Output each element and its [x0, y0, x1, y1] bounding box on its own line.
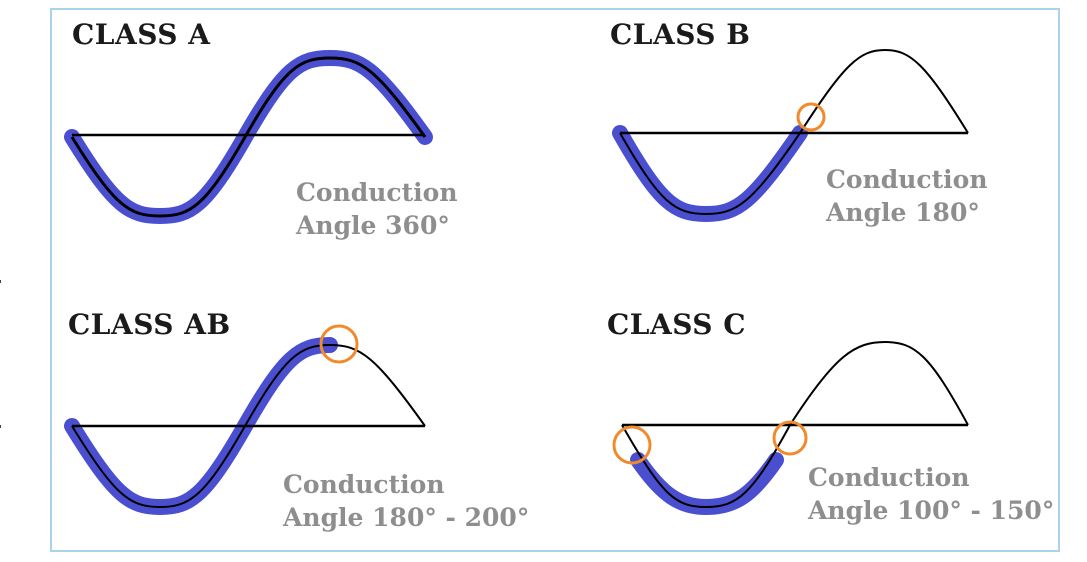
class-c-caption-line2: Angle 100° - 150° [808, 496, 1055, 525]
class-a-waveform [64, 49, 433, 225]
class-b-sine-wave [619, 48, 969, 216]
class-b-title: CLASS B [610, 18, 751, 51]
class-c-end-marker [772, 420, 808, 456]
class-b-caption-line2: Angle 180° [826, 198, 980, 227]
class-b-caption: Conduction Angle 180° [826, 163, 988, 229]
class-ab-caption-line1: Conduction [283, 470, 445, 499]
class-ab-waveform [64, 324, 426, 516]
class-a-caption-line1: Conduction [296, 178, 458, 207]
class-c-waveform [612, 340, 969, 516]
class-c-start-marker [612, 425, 652, 465]
class-ab-caption: Conduction Angle 180° - 200° [283, 468, 529, 534]
class-b-cutoff-marker [796, 102, 826, 132]
class-a-caption-line2: Angle 360° [296, 211, 450, 240]
class-ab-caption-line2: Angle 180° - 200° [283, 503, 530, 532]
class-ab-cutoff-marker [319, 324, 359, 364]
class-c-caption-line1: Conduction [808, 463, 970, 492]
edge-mark-top [0, 280, 1, 283]
class-b-conduction-highlight [612, 125, 808, 223]
class-b-waveform [612, 48, 969, 223]
class-c-sine-wave [621, 340, 969, 509]
class-a-caption: Conduction Angle 360° [296, 176, 458, 242]
class-c-title: CLASS C [607, 308, 747, 341]
class-a-title: CLASS A [72, 18, 211, 51]
class-b-caption-line1: Conduction [826, 165, 988, 194]
class-ab-title: CLASS AB [68, 308, 231, 341]
class-c-caption: Conduction Angle 100° - 150° [808, 461, 1054, 527]
class-a-sine-wave [70, 56, 427, 218]
edge-mark-bottom [0, 425, 1, 428]
